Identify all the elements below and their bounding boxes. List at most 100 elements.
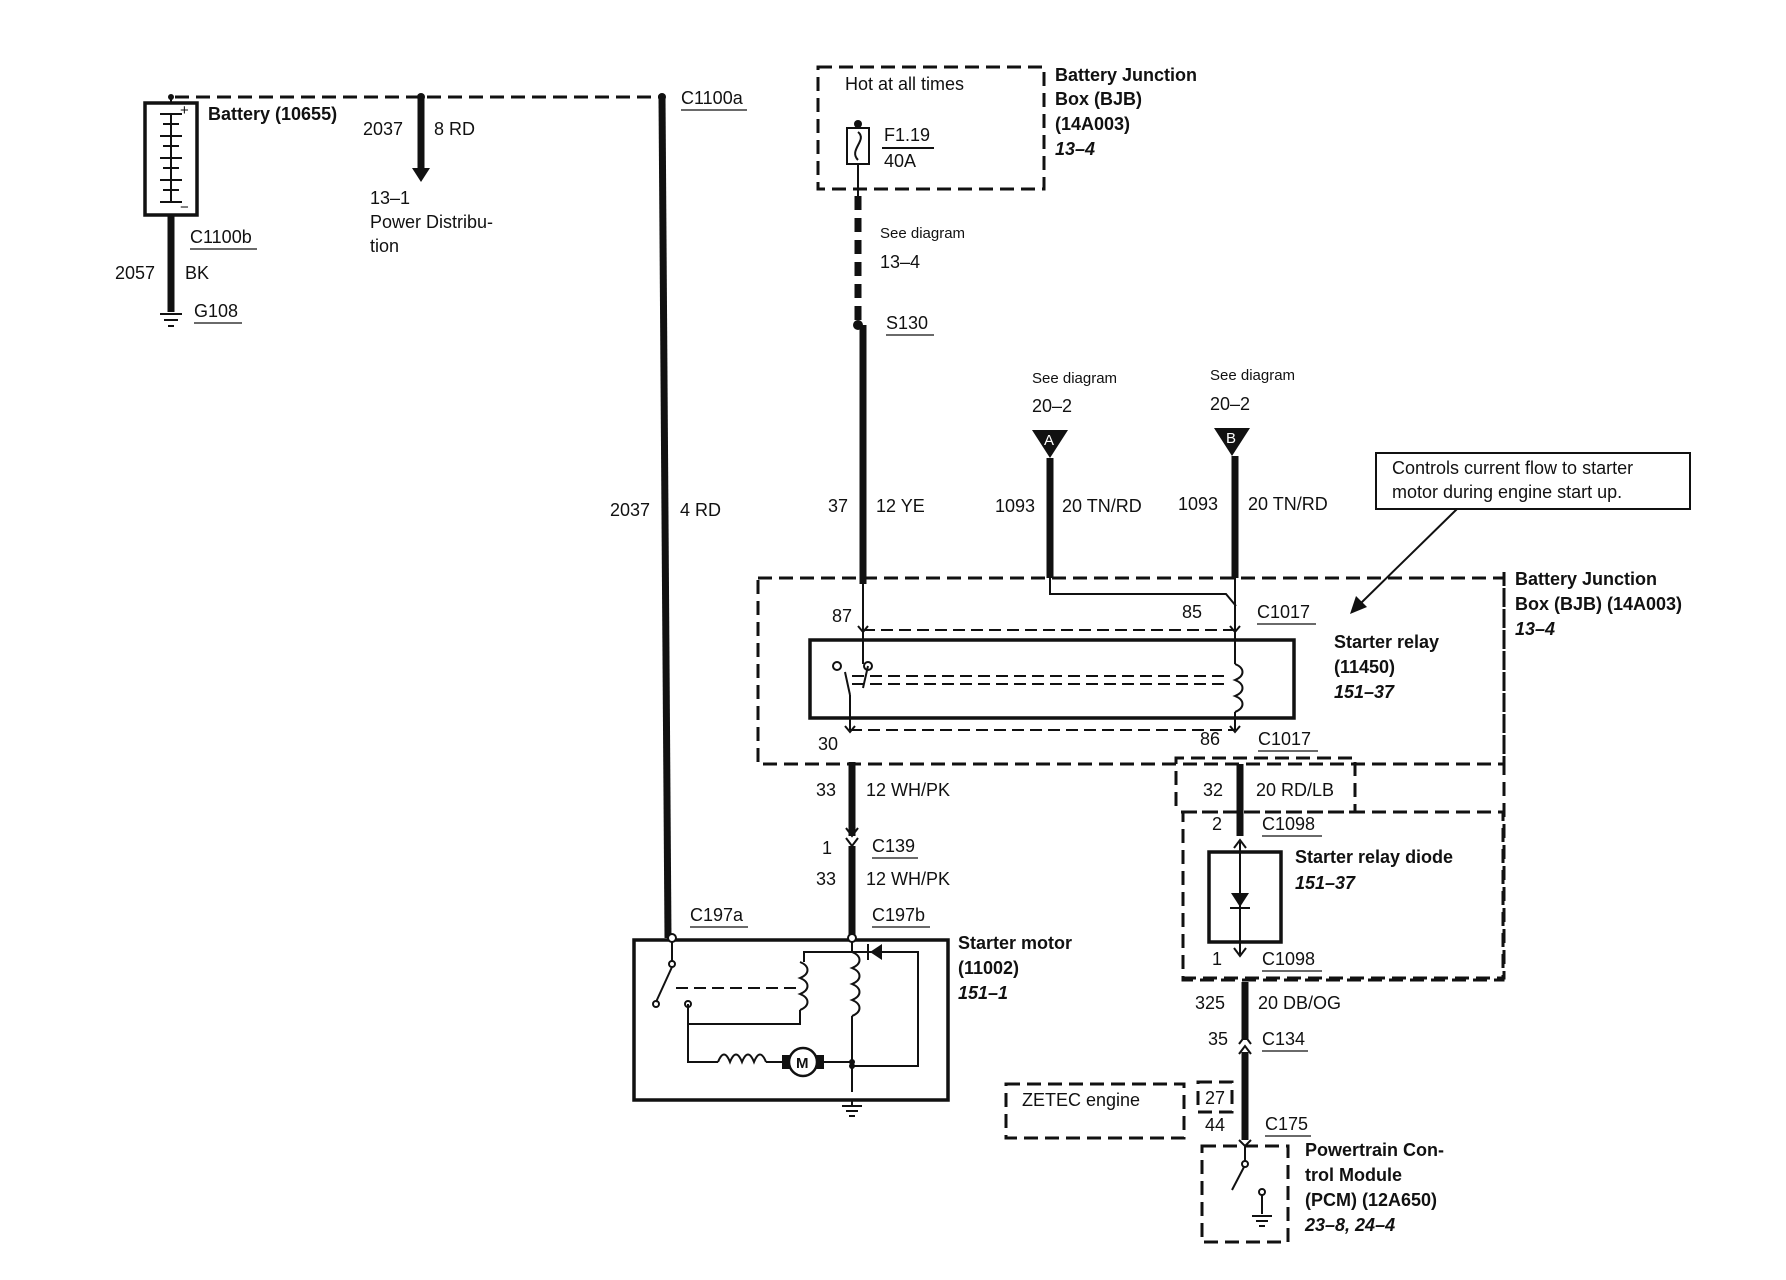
battery-symbol: + − — [143, 94, 199, 217]
other-pin: 44 — [1205, 1115, 1225, 1135]
connector-a-letter: A — [1044, 432, 1054, 449]
zetec-pin-box — [1196, 1080, 1234, 1114]
s130-label: S130 — [886, 313, 928, 333]
wire-b-circuit: 1093 — [1178, 494, 1218, 514]
branch-color: 8 RD — [434, 119, 475, 139]
bjb-fuse-box — [816, 65, 1046, 191]
connector-b-see-diagram: See diagram — [1210, 367, 1295, 384]
starter-ref: 151–1 — [958, 983, 1008, 1003]
branch-circuit: 2037 — [363, 119, 403, 139]
diode-icon — [1230, 893, 1250, 909]
wire-33-upper-color: 12 WH/PK — [866, 780, 950, 800]
callout-line-2: motor during engine start up. — [1392, 482, 1622, 502]
fuse-id: F1.19 — [884, 125, 930, 145]
ground-icon — [160, 313, 182, 327]
arrow-down-icon — [412, 168, 430, 182]
wire-a-circuit: 1093 — [995, 496, 1035, 516]
wire-a-to-85 — [1049, 578, 1237, 607]
branch-desc-1: Power Distribu- — [370, 212, 493, 232]
starter-name-2: (11002) — [958, 958, 1019, 978]
relay-conn-86: C1017 — [1258, 729, 1311, 749]
diode-box — [1207, 850, 1283, 944]
wire-b-color: 20 TN/RD — [1248, 494, 1328, 514]
bjb-main-ref: 13–4 — [1515, 619, 1555, 639]
callout-box — [1375, 452, 1691, 510]
bjb-hot-note: Hot at all times — [845, 74, 964, 94]
starter-relay-box — [808, 638, 1296, 720]
see-diagram-fuse-label: See diagram — [880, 225, 965, 242]
see-diagram-fuse-ref: 13–4 — [880, 252, 920, 272]
wire-2037-4rd — [658, 96, 672, 939]
starter-ground-icon — [842, 1100, 862, 1117]
c134-pin: 35 — [1208, 1029, 1228, 1049]
pcm-switch — [1231, 1166, 1245, 1191]
c1100a-label: C1100a — [681, 88, 744, 108]
c134-label: C134 — [1262, 1029, 1305, 1049]
starter-motor-box — [632, 938, 950, 1102]
relay-pin-30: 30 — [818, 734, 838, 754]
zetec-box — [1004, 1082, 1186, 1140]
wire-2037-color: 4 RD — [680, 500, 721, 520]
svg-text:−: − — [180, 199, 189, 216]
wire-325-color: 20 DB/OG — [1258, 993, 1341, 1013]
bjb-main-box — [756, 576, 1506, 766]
starter-diode-icon — [867, 944, 882, 960]
c139-label: C139 — [872, 836, 915, 856]
diode-pin-bottom: 1 — [1212, 949, 1222, 969]
connector-b-icon — [1214, 428, 1250, 456]
connector-b-ref: 20–2 — [1210, 394, 1250, 414]
relay-name-2: (11450) — [1334, 657, 1395, 677]
diode-conn-top: C1098 — [1262, 814, 1315, 834]
connector-a-see-diagram: See diagram — [1032, 370, 1117, 387]
wire-32-circuit: 32 — [1203, 780, 1223, 800]
arrow-icon — [1350, 596, 1367, 614]
bjb-main-name-1: Battery Junction — [1515, 569, 1657, 589]
ground-color: BK — [185, 263, 209, 283]
diode-ref: 151–37 — [1295, 873, 1356, 893]
g108-label: G108 — [194, 301, 238, 321]
relay-pin-87: 87 — [832, 606, 852, 626]
fuse-rating: 40A — [884, 151, 916, 171]
pcm-ground-icon — [1252, 1215, 1272, 1227]
bjb-top-ref: 13–4 — [1055, 139, 1095, 159]
wire-32-color: 20 RD/LB — [1256, 780, 1334, 800]
relay-pin-85: 85 — [1182, 602, 1202, 622]
battery-label: Battery (10655) — [208, 104, 337, 124]
connector-b-letter: B — [1226, 430, 1236, 447]
pcm-name-3: (PCM) (12A650) — [1305, 1190, 1437, 1210]
pcm-name-1: Powertrain Con- — [1305, 1140, 1444, 1160]
callout-line-1: Controls current flow to starter — [1392, 458, 1633, 478]
wire-a-color: 20 TN/RD — [1062, 496, 1142, 516]
field-coil-icon — [717, 1053, 767, 1065]
diode-dashed-box — [1181, 810, 1505, 982]
relay-pin-86: 86 — [1200, 729, 1220, 749]
hold-in-coil-icon — [797, 961, 809, 1011]
branch-ref: 13–1 — [370, 188, 410, 208]
relay-ref: 151–37 — [1334, 682, 1395, 702]
relay-conn-85: C1017 — [1257, 602, 1310, 622]
ground-circuit: 2057 — [115, 263, 155, 283]
c139-pin: 1 — [822, 838, 832, 858]
diode-pin-top: 2 — [1212, 814, 1222, 834]
relay-coil-icon — [1232, 663, 1244, 713]
zetec-pin: 27 — [1205, 1088, 1225, 1108]
bjb-main-name-2: Box (BJB) (14A003) — [1515, 594, 1682, 614]
zetec-label: ZETEC engine — [1022, 1090, 1140, 1110]
svg-text:+: + — [180, 102, 189, 119]
bjb-top-name-2: Box (BJB) — [1055, 89, 1142, 109]
wire-37-circuit: 37 — [828, 496, 848, 516]
diode-name: Starter relay diode — [1295, 847, 1453, 867]
c197b-label: C197b — [872, 905, 925, 925]
bjb-top-name-3: (14A003) — [1055, 114, 1130, 134]
wire-33-lower-color: 12 WH/PK — [866, 869, 950, 889]
pcm-ref: 23–8, 24–4 — [1304, 1215, 1395, 1235]
fuse-icon — [846, 127, 870, 165]
relay-name-1: Starter relay — [1334, 632, 1439, 652]
wire-33-lower-circuit: 33 — [816, 869, 836, 889]
connector-a-icon — [1032, 430, 1068, 458]
starter-switch — [655, 966, 673, 1003]
branch-desc-2: tion — [370, 236, 399, 256]
motor-symbol: M — [796, 1055, 809, 1072]
wire-325-circuit: 325 — [1195, 993, 1225, 1013]
